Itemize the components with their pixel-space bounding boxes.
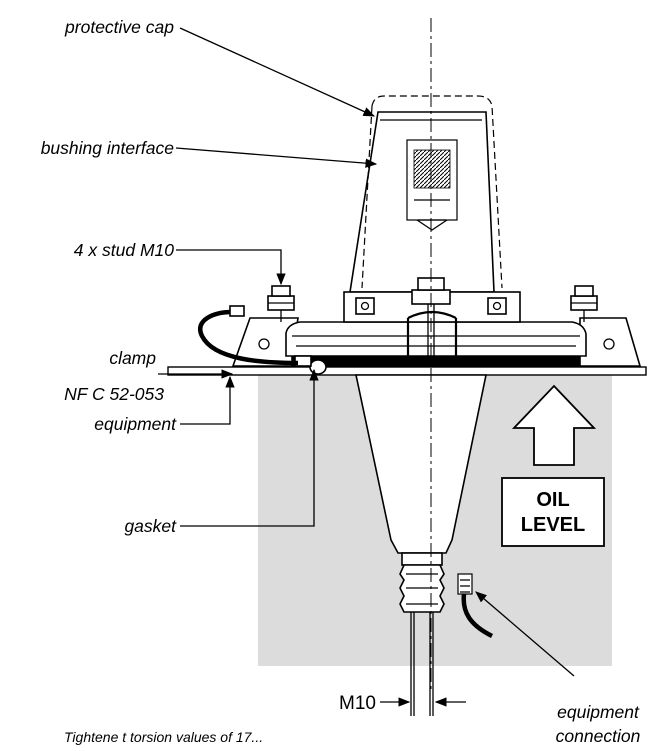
protective-cap-outline: [371, 95, 503, 289]
connection-cable: [461, 593, 494, 639]
center-bracket: [406, 310, 458, 356]
footer-note: Tightene t torsion values of 17...: [64, 729, 263, 745]
leader-stud: [176, 249, 286, 286]
stud-left: [267, 285, 295, 322]
stud-right: [570, 285, 598, 322]
oil-level-arrow: [511, 384, 597, 466]
label-clamp: clamp: [109, 348, 156, 368]
gasket-band: [292, 356, 584, 367]
leader-equipment: [180, 375, 235, 425]
equipment-plate: [167, 366, 647, 376]
leader-equipment-connection: [475, 591, 575, 677]
label-stud: 4 x stud M10: [74, 240, 174, 260]
label-clamp-standard: NF C 52-053: [64, 384, 164, 404]
leader-protective-cap: [179, 27, 376, 117]
label-bushing-interface: bushing interface: [41, 138, 175, 158]
clamp-right: [579, 317, 642, 367]
label-equipment: equipment: [94, 414, 177, 434]
oil-level-text-2: LEVEL: [521, 514, 585, 536]
label-m10: M10: [339, 693, 376, 714]
earth-cable: [198, 309, 299, 366]
label-protective-cap: protective cap: [64, 17, 174, 37]
label-equipment-connection-1: equipment: [557, 702, 640, 722]
leader-gasket: [180, 368, 319, 527]
lower-cone: [355, 374, 487, 554]
lower-fitting-lines: [406, 573, 438, 605]
oil-level-text-1: OIL: [536, 489, 569, 511]
label-gasket: gasket: [124, 516, 177, 536]
oil-level-box: [501, 477, 605, 547]
connection-block: [457, 573, 473, 595]
flange-housing: [285, 321, 587, 357]
lower-nut: [401, 552, 443, 566]
leader-bushing-interface: [175, 147, 378, 168]
label-equipment-connection-2: connection: [556, 726, 641, 746]
